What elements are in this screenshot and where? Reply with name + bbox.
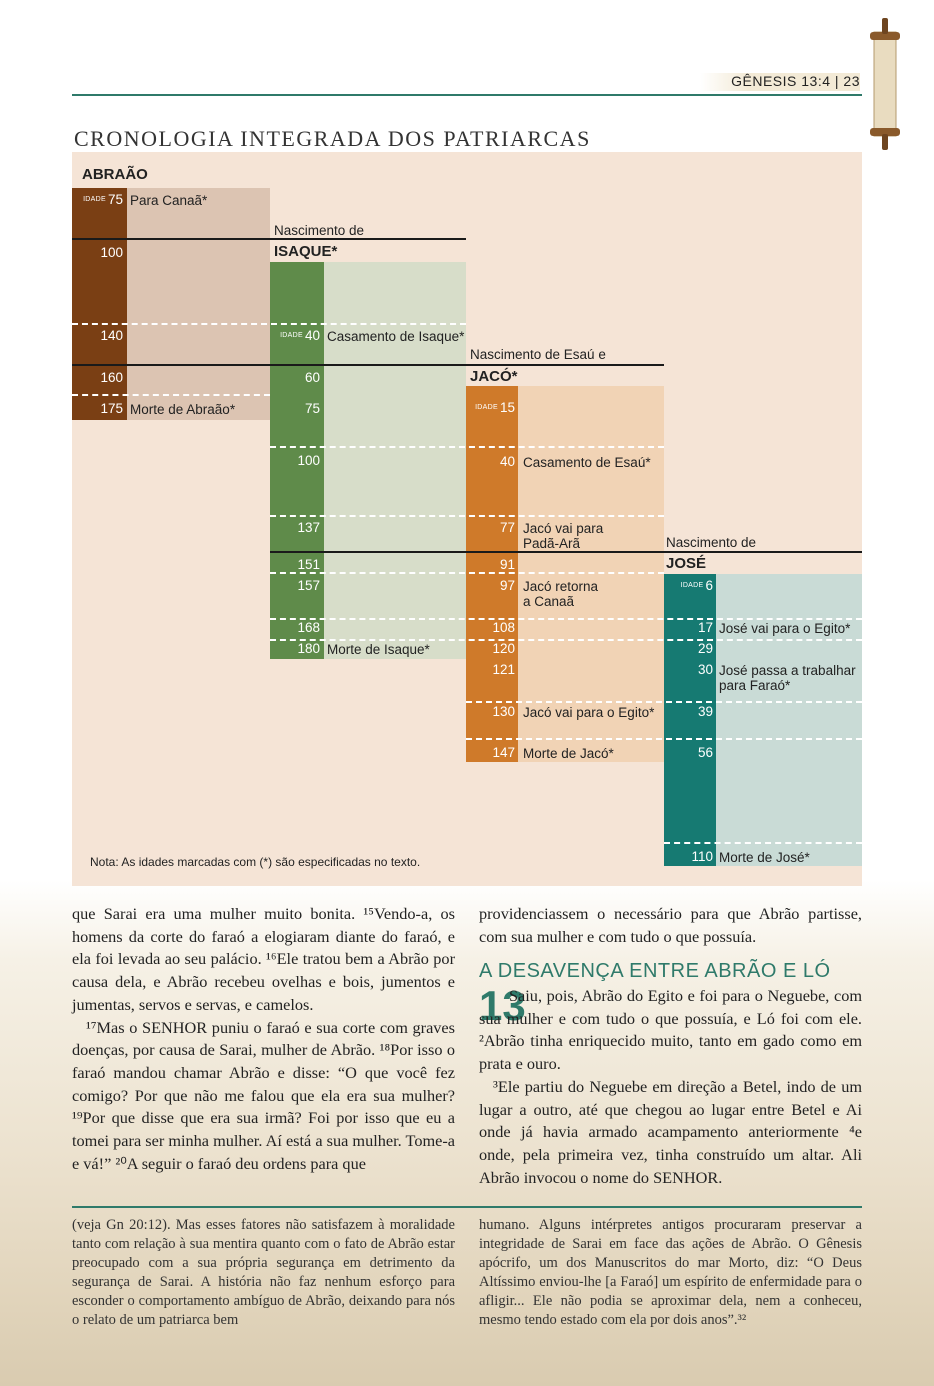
abraao-name: ABRAÃO <box>82 166 148 183</box>
footnote-rule <box>72 1206 862 1208</box>
abraao-event: Para Canaã* <box>130 193 208 208</box>
jaco-event: Jacó vai para Padã-Arã <box>523 521 604 551</box>
jaco-age: 130 <box>492 704 515 719</box>
jose-birth-line <box>270 551 862 553</box>
isaque-age: 151 <box>297 557 320 572</box>
section-title: A DESAVENÇA ENTRE ABRÃO E LÓ <box>479 960 831 982</box>
isaque-age: 100 <box>297 453 320 468</box>
abraao-age: 160 <box>100 370 123 385</box>
paragraph: que Sarai era uma mulher muito bonita. ¹… <box>72 904 455 1014</box>
jose-age: 39 <box>697 704 713 719</box>
jaco-age: 77 <box>499 520 515 535</box>
abraao-event: Morte de Abraão* <box>130 402 236 417</box>
jaco-event-band <box>518 386 664 762</box>
isaque-event: Casamento de Isaque* <box>327 329 465 344</box>
isaque-age: 75 <box>304 401 320 416</box>
header-rule <box>72 94 862 96</box>
timeline-dash <box>664 842 862 844</box>
jaco-age: 147 <box>492 745 515 760</box>
jaco-age: 120 <box>492 641 515 656</box>
jaco-age: 40 <box>499 454 515 469</box>
abraao-age: 175 <box>100 401 123 416</box>
abraao-age: 140 <box>100 328 123 343</box>
jose-intro: Nascimento de <box>666 535 757 550</box>
study-note-left: (veja Gn 20:12). Mas esses fatores não s… <box>72 1217 455 1328</box>
jose-age: 29 <box>697 641 713 656</box>
jaco-age: 121 <box>492 662 515 677</box>
timeline-dash <box>72 394 270 396</box>
isaque-age-bar <box>270 262 324 659</box>
timeline-dash <box>270 618 862 620</box>
isaque-age: 168 <box>297 620 320 635</box>
jaco-age: 97 <box>499 578 515 593</box>
jose-age: 56 <box>697 745 713 760</box>
abraao-age-bar <box>72 188 127 420</box>
jaco-event: Jacó vai para o Egito* <box>523 705 655 720</box>
timeline-dash <box>270 639 862 641</box>
chart-title: CRONOLOGIA INTEGRADA DOS PATRIARCAS <box>74 126 591 151</box>
jose-name: JOSÉ <box>666 555 707 572</box>
jaco-birth-line <box>72 364 664 366</box>
chart-note: Nota: As idades marcadas com (*) são esp… <box>90 855 421 869</box>
left-column: que Sarai era uma mulher muito bonita. ¹… <box>72 903 455 1175</box>
isaque-age: 157 <box>297 578 320 593</box>
jose-event: Morte de José* <box>719 850 810 865</box>
jose-event: José passa a trabalhar para Faraó* <box>719 663 856 693</box>
abraao-event-band <box>127 188 270 420</box>
isaque-intro: Nascimento de <box>274 223 365 238</box>
chapter-number: 13 <box>479 982 526 1029</box>
timeline-dash <box>466 701 862 703</box>
study-note-right: humano. Alguns intérpretes antigos procu… <box>479 1217 862 1328</box>
paragraph: Saiu, pois, Abrão do Egito e foi para o … <box>479 986 862 1074</box>
jose-age-bar <box>664 574 716 866</box>
jaco-name: JACÓ* <box>470 368 518 385</box>
jaco-intro: Nascimento de Esaú e <box>470 347 606 362</box>
paragraph: ³Ele partiu do Neguebe em direção a Bete… <box>479 1076 862 1187</box>
patriarchs-timeline-chart: ABRAÃO Nascimento de ISAQUE* Nascimento … <box>72 152 862 886</box>
isaque-name: ISAQUE* <box>274 243 338 260</box>
jaco-event: Jacó retorna a Canaã <box>523 579 599 609</box>
jose-event: José vai para o Egito* <box>719 621 851 636</box>
paragraph: ¹⁷Mas o SENHOR puniu o faraó e sua corte… <box>72 1017 455 1173</box>
jose-age: 17 <box>697 620 713 635</box>
timeline-dash <box>270 446 664 448</box>
isaque-age: 137 <box>297 520 320 535</box>
paragraph: providenciassem o necessário para que Ab… <box>479 904 862 946</box>
isaque-event-band <box>324 262 466 659</box>
isaque-event: Morte de Isaque* <box>327 642 430 657</box>
isaque-age: 60 <box>304 370 320 385</box>
jose-age: 30 <box>697 662 713 677</box>
timeline-dash <box>270 572 664 574</box>
timeline-dash <box>270 515 664 517</box>
scroll-icon <box>870 18 900 150</box>
timeline-dash <box>466 738 862 740</box>
timeline-dash <box>72 323 466 325</box>
jaco-event: Morte de Jacó* <box>523 746 614 761</box>
right-column-top: providenciassem o necessário para que Ab… <box>479 903 862 948</box>
right-column: Saiu, pois, Abrão do Egito e foi para o … <box>479 985 862 1189</box>
jose-age: 110 <box>691 849 713 864</box>
isaque-age: 180 <box>297 641 320 656</box>
jaco-age: 91 <box>499 557 515 572</box>
jaco-age-bar <box>466 386 518 762</box>
jose-event-band <box>716 574 862 866</box>
abraao-age: 100 <box>100 245 123 260</box>
running-head: GÊNESIS 13:4 | 23 <box>700 73 860 91</box>
isaque-birth-line <box>72 238 466 240</box>
jaco-event: Casamento de Esaú* <box>523 455 651 470</box>
jaco-age: 108 <box>492 620 515 635</box>
